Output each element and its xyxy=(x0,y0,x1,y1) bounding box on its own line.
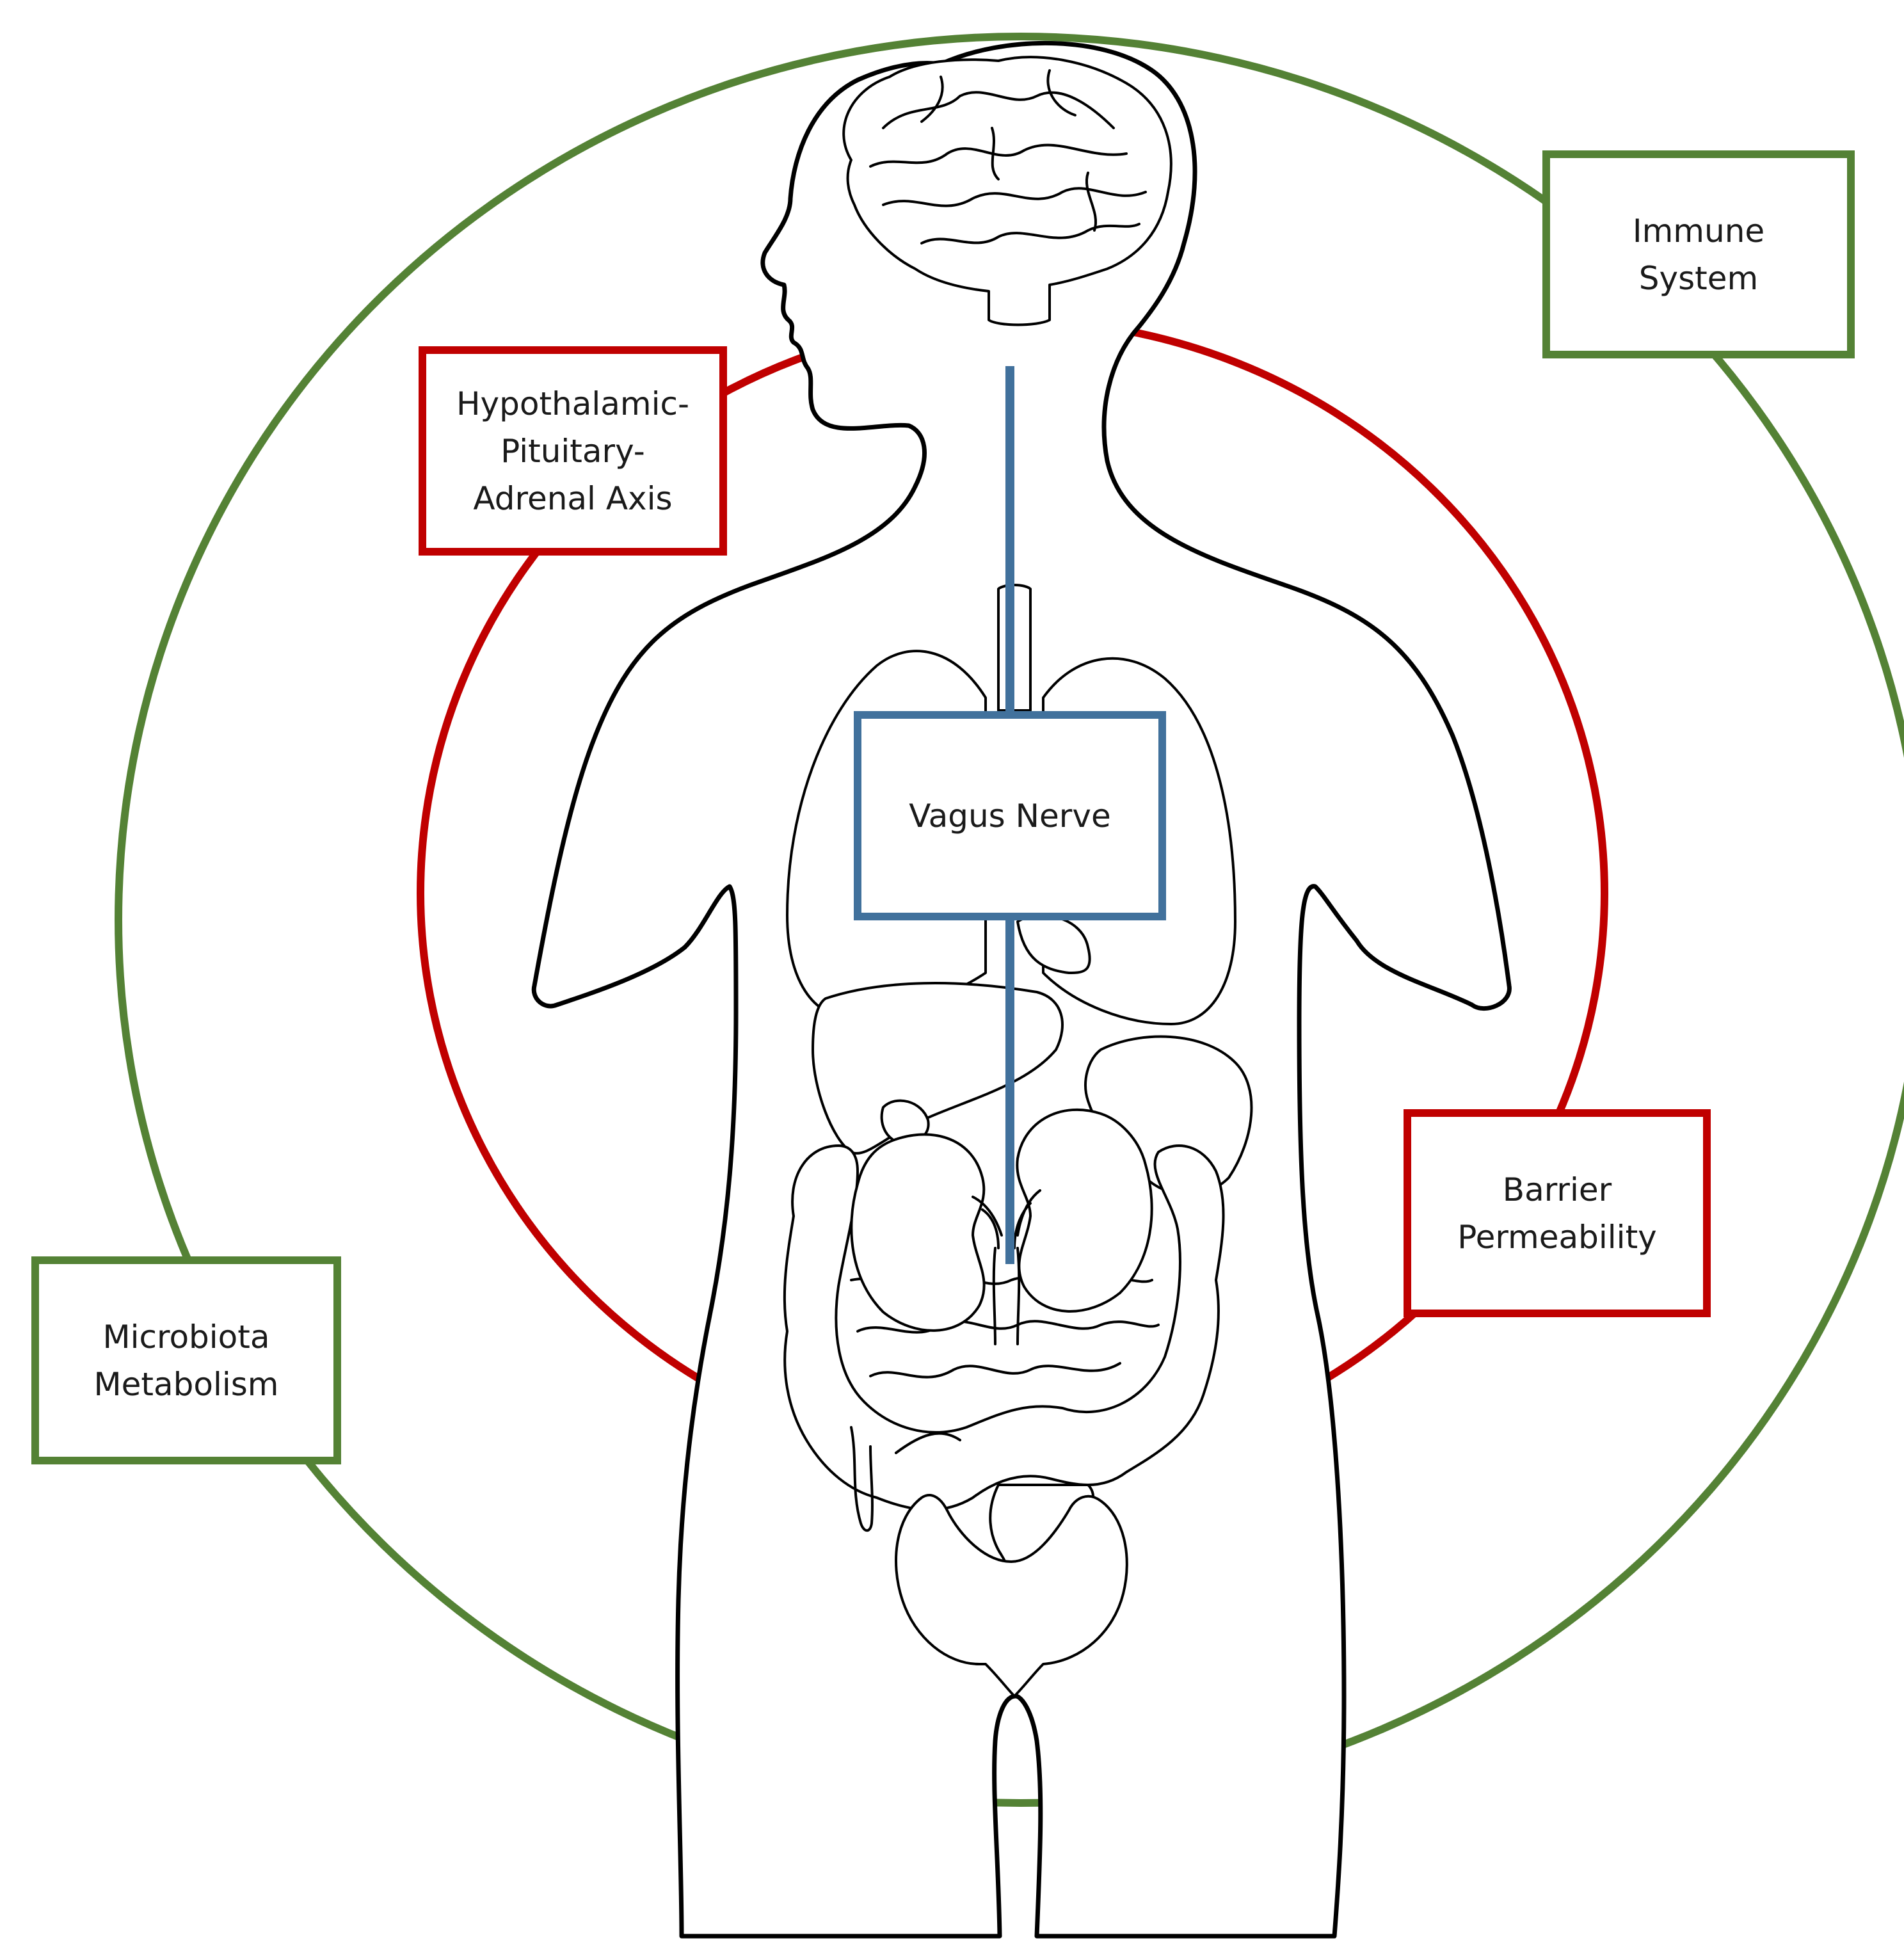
vagus-nerve-label: Vagus Nerve xyxy=(909,797,1111,835)
barrier-permeability-box: Barrier Permeability xyxy=(1404,1109,1711,1317)
immune-system-box: Immune System xyxy=(1542,150,1855,358)
outer-ring xyxy=(115,33,1904,1807)
hpa-axis-box: Hypothalamic- Pituitary- Adrenal Axis xyxy=(419,346,727,556)
brain-icon xyxy=(842,56,1172,326)
microbiota-metabolism-label: Microbiota Metabolism xyxy=(93,1318,279,1403)
immune-system-label: Immune System xyxy=(1632,212,1765,297)
hpa-axis-label: Hypothalamic- Pituitary- Adrenal Axis xyxy=(456,385,690,517)
barrier-permeability-label: Barrier Permeability xyxy=(1457,1171,1657,1256)
bladder-icon xyxy=(895,1494,1128,1697)
kidneys-icon xyxy=(850,1108,1153,1345)
microbiota-metabolism-box: Microbiota Metabolism xyxy=(31,1256,341,1464)
vagus-nerve-box: Vagus Nerve xyxy=(854,711,1166,920)
